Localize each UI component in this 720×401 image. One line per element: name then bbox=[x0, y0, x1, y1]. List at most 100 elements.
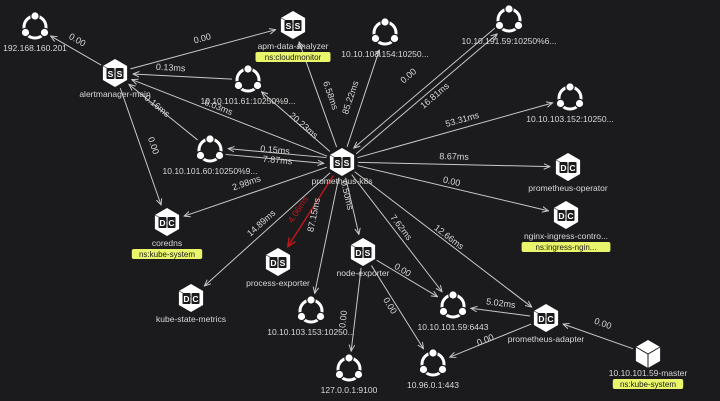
node-label: 10.10.101.61:10250%9... bbox=[201, 96, 296, 106]
endpoint-icon bbox=[418, 348, 448, 377]
svg-text:D: D bbox=[355, 248, 361, 258]
node-label: process-exporter bbox=[246, 278, 310, 288]
svg-text:S: S bbox=[295, 21, 301, 31]
node-n60[interactable]: 10.10.101.60:10250%9... bbox=[163, 134, 258, 176]
svg-text:C: C bbox=[168, 218, 174, 228]
edge-prom-to-n153[interactable] bbox=[315, 177, 340, 294]
svg-text:D: D bbox=[270, 258, 276, 268]
svg-text:D: D bbox=[159, 218, 165, 228]
node-label: 10.10.191.59:10250%6... bbox=[462, 36, 557, 46]
endpoint-icon bbox=[555, 82, 585, 111]
svg-text:S: S bbox=[344, 158, 350, 168]
node-n191[interactable]: 10.10.191.59:10250%6... bbox=[462, 4, 557, 46]
edge-alertmanager-to-n192[interactable] bbox=[51, 36, 102, 66]
endpoint-icon bbox=[20, 11, 50, 40]
edge-prom-to-n154[interactable] bbox=[346, 50, 379, 147]
edge-prom-to-nodeexp[interactable] bbox=[345, 177, 359, 235]
edge-latency-label: 0.00 bbox=[146, 136, 161, 156]
edge-prom-to-n6443[interactable] bbox=[351, 174, 442, 292]
edge-prom-to-n191[interactable] bbox=[355, 34, 497, 155]
edge-prom-to-adapter[interactable] bbox=[354, 171, 532, 307]
edge-prom-to-nginx[interactable] bbox=[357, 165, 549, 211]
node-label: apm-data-analyzer bbox=[258, 41, 329, 51]
node-label: prometheus-k8s bbox=[312, 176, 373, 186]
edge-adapter-to-n443[interactable] bbox=[450, 323, 532, 357]
edge-nodeexp-to-n443[interactable] bbox=[371, 265, 423, 349]
edge-latency-label: 0.13ms bbox=[156, 62, 186, 74]
node-n61[interactable]: 10.10.101.61:10250%9... bbox=[201, 64, 296, 106]
edge-nodeexp-to-n6443[interactable] bbox=[376, 259, 438, 297]
svg-text:S: S bbox=[117, 69, 123, 79]
edge-latency-label: 0.00 bbox=[67, 31, 87, 48]
node-label: 10.10.101.59:6443 bbox=[418, 322, 489, 332]
edge-adapter-to-n6443[interactable] bbox=[471, 308, 531, 317]
edge-prom-to-procexp[interactable] bbox=[288, 175, 334, 246]
edge-n60-to-prom[interactable] bbox=[225, 153, 324, 163]
edge-alertmanager-to-coredns[interactable] bbox=[119, 87, 161, 205]
edge-prom-to-ksm[interactable] bbox=[204, 172, 331, 286]
edge-latency-label: 0.00 bbox=[381, 295, 399, 315]
node-label: 10.96.0.1:443 bbox=[407, 380, 459, 390]
edge-prom-to-promop[interactable] bbox=[357, 161, 550, 166]
edge-n61-to-alertmanager[interactable] bbox=[133, 74, 233, 80]
svg-text:D: D bbox=[560, 163, 566, 173]
svg-text:C: C bbox=[192, 294, 198, 304]
namespace-badge-text: ns:kube-system bbox=[139, 250, 195, 259]
node-n443[interactable]: 10.96.0.1:443 bbox=[407, 348, 459, 390]
svg-text:S: S bbox=[335, 158, 341, 168]
edge-latency-label: 0.00 bbox=[192, 31, 212, 45]
node-n153[interactable]: 10.10.103.153:10250... bbox=[267, 295, 355, 337]
edge-n191-to-prom[interactable] bbox=[354, 27, 496, 148]
edge-latency-label: 0.00 bbox=[398, 66, 418, 85]
endpoint-icon bbox=[195, 134, 225, 163]
node-label: node-exporter bbox=[337, 268, 390, 278]
edge-prom-to-n152[interactable] bbox=[357, 103, 552, 159]
edge-latency-label: 53.31ms bbox=[444, 110, 480, 129]
node-n154[interactable]: 10.10.103.154:10250... bbox=[341, 17, 429, 59]
node-label: coredns bbox=[152, 238, 182, 248]
edge-prom-to-n61[interactable] bbox=[262, 92, 331, 152]
edge-latency-label: 2.98ms bbox=[231, 173, 263, 192]
node-label: 127.0.0.1:9100 bbox=[321, 385, 378, 395]
node-n6443[interactable]: 10.10.101.59:6443 bbox=[418, 290, 489, 332]
node-label: 10.10.103.152:10250... bbox=[526, 114, 613, 124]
edge-alertmanager-to-apm[interactable] bbox=[130, 30, 275, 70]
node-label: prometheus-adapter bbox=[508, 334, 585, 344]
edge-n60-to-alertmanager[interactable] bbox=[129, 84, 198, 141]
svg-text:D: D bbox=[538, 314, 544, 324]
edge-prom-to-n60[interactable] bbox=[228, 149, 327, 159]
node-n152[interactable]: 10.10.103.152:10250... bbox=[526, 82, 614, 124]
node-n9100[interactable]: 127.0.0.1:9100 bbox=[321, 353, 378, 395]
edge-latency-label: 14.89ms bbox=[245, 208, 278, 239]
edge-nodeexp-to-n9100[interactable] bbox=[351, 267, 362, 351]
edge-latency-label: 0.00 bbox=[475, 332, 495, 348]
node-label: prometheus-operator bbox=[528, 183, 608, 193]
edge-prom-to-alertmanager[interactable] bbox=[132, 80, 328, 157]
node-n192[interactable]: 192.168.160.201 bbox=[3, 11, 67, 53]
svg-text:S: S bbox=[108, 69, 114, 79]
namespace-badge-text: ns:ingress-ngin... bbox=[536, 243, 597, 252]
edge-master-to-adapter[interactable] bbox=[563, 324, 634, 350]
node-label: 10.10.101.59-master bbox=[609, 368, 688, 378]
edge-prom-to-coredns[interactable] bbox=[184, 166, 328, 216]
edge-latency-label: 16.81ms bbox=[418, 80, 451, 110]
